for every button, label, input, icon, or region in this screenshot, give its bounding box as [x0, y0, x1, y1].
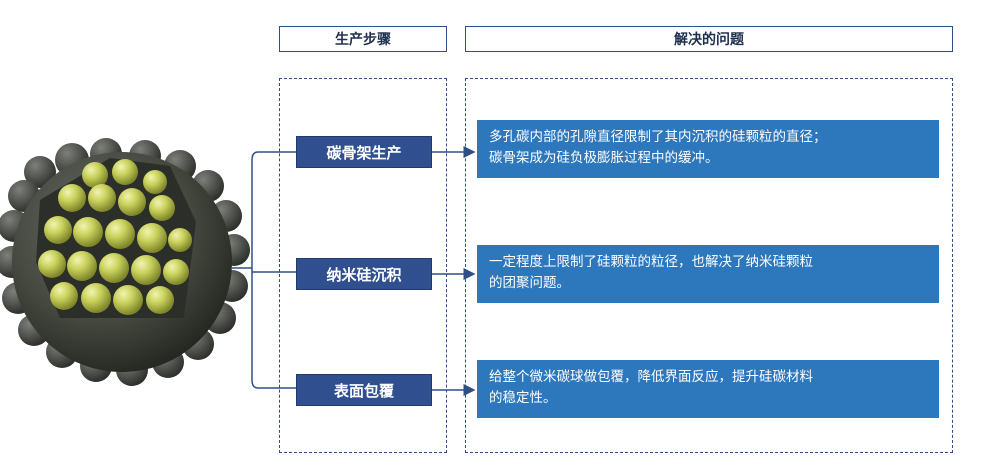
problem-surface-coating: 给整个微米碳球做包覆，降低界面反应，提升硅碳材料 的稳定性。 [477, 360, 939, 418]
problem-nano-silicon-deposition-line2: 的团聚问题。 [489, 275, 570, 291]
header-production-steps: 生产步骤 [279, 26, 447, 52]
problem-nano-silicon-deposition: 一定程度上限制了硅颗粒的粒径，也解决了纳米硅颗粒 的团聚问题。 [477, 245, 939, 303]
step-carbon-skeleton-label: 碳骨架生产 [326, 143, 402, 162]
problem-nano-silicon-deposition-line1: 一定程度上限制了硅颗粒的粒径，也解决了纳米硅颗粒 [489, 254, 813, 270]
step-arrows [432, 146, 476, 396]
problem-carbon-skeleton: 多孔碳内部的孔隙直径限制了其内沉积的硅颗粒的直径； 碳骨架成为硅负极膨胀过程中的… [477, 120, 939, 178]
step-nano-silicon-deposition-label: 纳米硅沉积 [326, 265, 402, 284]
problem-surface-coating-line1: 给整个微米碳球做包覆，降低界面反应，提升硅碳材料 [489, 369, 813, 385]
problem-carbon-skeleton-line2: 碳骨架成为硅负极膨胀过程中的缓冲。 [489, 150, 719, 166]
step-surface-coating: 表面包覆 [296, 374, 432, 406]
header-problems-solved: 解决的问题 [465, 26, 953, 52]
problems-column-frame [465, 78, 953, 453]
header-production-steps-label: 生产步骤 [335, 32, 391, 48]
silicon-carbon-particle-icon [0, 138, 250, 386]
problem-surface-coating-line2: 的稳定性。 [489, 390, 557, 406]
step-nano-silicon-deposition: 纳米硅沉积 [296, 258, 432, 290]
step-carbon-skeleton: 碳骨架生产 [296, 136, 432, 168]
problem-carbon-skeleton-line1: 多孔碳内部的孔隙直径限制了其内沉积的硅颗粒的直径； [489, 129, 827, 145]
connector-bracket [232, 151, 296, 389]
step-surface-coating-label: 表面包覆 [333, 381, 394, 400]
steps-column-frame [279, 78, 447, 453]
header-problems-solved-label: 解决的问题 [674, 32, 744, 48]
